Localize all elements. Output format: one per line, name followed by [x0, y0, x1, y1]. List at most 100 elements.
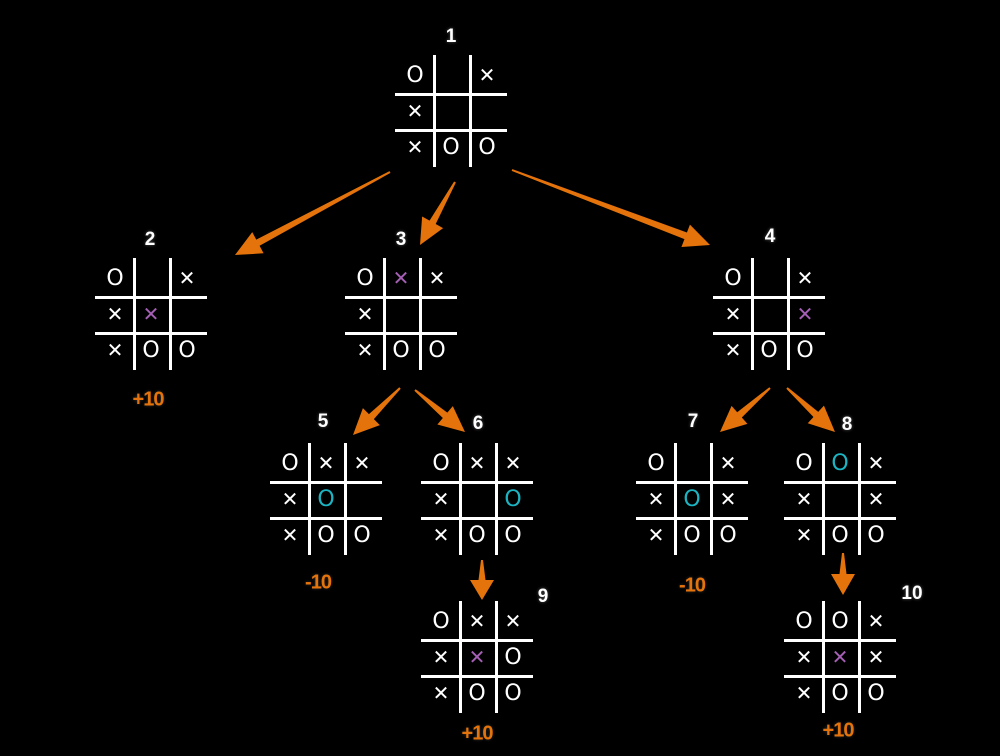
arrow-1-to-3 [420, 181, 456, 245]
grid-line [469, 55, 472, 167]
grid-line [784, 481, 896, 484]
grid-line [495, 443, 498, 555]
x-mark: ✕ [106, 302, 124, 326]
x-mark: ✕ [468, 451, 486, 475]
empty-cell [459, 481, 495, 517]
grid-line [858, 443, 861, 555]
node-score: -10 [679, 574, 706, 597]
grid-line [421, 517, 533, 520]
grid-line [95, 332, 207, 335]
grid-line [713, 332, 825, 335]
grid-line [674, 443, 677, 555]
x-mark: ✕ [353, 451, 371, 475]
o-mark: O [504, 680, 522, 706]
node-score: +10 [822, 719, 855, 742]
empty-cell [169, 296, 205, 332]
node-score: -10 [305, 571, 332, 594]
o-mark: O [442, 134, 460, 160]
arrow-1-to-4 [511, 169, 710, 248]
o-mark: O [683, 486, 701, 512]
node-label: 6 [472, 413, 484, 434]
o-mark: O [468, 680, 486, 706]
empty-cell [822, 481, 858, 517]
node-score: +10 [132, 388, 165, 411]
o-mark: O [504, 486, 522, 512]
x-mark: ✕ [406, 99, 424, 123]
o-mark: O [683, 522, 701, 548]
o-mark: O [831, 450, 849, 476]
node-label: 8 [841, 414, 853, 435]
o-mark: O [867, 522, 885, 548]
o-mark: O [317, 522, 335, 548]
x-mark: ✕ [795, 487, 813, 511]
arrow-4-to-8 [786, 387, 835, 432]
grid-line [395, 93, 507, 96]
x-mark: ✕ [796, 302, 814, 326]
node-label: 5 [317, 411, 329, 432]
arrow-6-to-9 [470, 560, 494, 600]
node-label: 2 [144, 229, 156, 250]
o-mark: O [392, 337, 410, 363]
arrow-4-to-7 [720, 387, 771, 432]
grid-line [636, 517, 748, 520]
x-mark: ✕ [724, 338, 742, 362]
grid-line [433, 55, 436, 167]
o-mark: O [724, 265, 742, 291]
grid-line [787, 258, 790, 370]
empty-cell [419, 296, 455, 332]
o-mark: O [406, 62, 424, 88]
o-mark: O [317, 486, 335, 512]
o-mark: O [106, 265, 124, 291]
grid-line [858, 601, 861, 713]
x-mark: ✕ [719, 487, 737, 511]
o-mark: O [178, 337, 196, 363]
grid-line [169, 258, 172, 370]
x-mark: ✕ [406, 135, 424, 159]
x-mark: ✕ [317, 451, 335, 475]
grid-line [459, 601, 462, 713]
o-mark: O [432, 450, 450, 476]
node-label: 9 [537, 586, 549, 607]
o-mark: O [504, 522, 522, 548]
grid-line [421, 675, 533, 678]
x-mark: ✕ [478, 63, 496, 87]
grid-line [345, 332, 457, 335]
x-mark: ✕ [468, 609, 486, 633]
o-mark: O [281, 450, 299, 476]
grid-line [308, 443, 311, 555]
x-mark: ✕ [724, 302, 742, 326]
grid-line [784, 517, 896, 520]
o-mark: O [831, 522, 849, 548]
x-mark: ✕ [178, 266, 196, 290]
o-mark: O [647, 450, 665, 476]
empty-cell [751, 260, 787, 296]
grid-line [495, 601, 498, 713]
o-mark: O [353, 522, 371, 548]
x-mark: ✕ [795, 645, 813, 669]
o-mark: O [142, 337, 160, 363]
grid-line [344, 443, 347, 555]
empty-cell [344, 481, 380, 517]
x-mark: ✕ [142, 302, 160, 326]
grid-line [822, 601, 825, 713]
node-label: 4 [764, 226, 776, 247]
x-mark: ✕ [468, 645, 486, 669]
grid-line [421, 639, 533, 642]
x-mark: ✕ [719, 451, 737, 475]
node-label: 10 [901, 583, 923, 604]
x-mark: ✕ [392, 266, 410, 290]
node-label: 7 [687, 411, 699, 432]
o-mark: O [428, 337, 446, 363]
x-mark: ✕ [504, 609, 522, 633]
o-mark: O [867, 680, 885, 706]
grid-line [383, 258, 386, 370]
node-score: +10 [461, 722, 494, 745]
o-mark: O [719, 522, 737, 548]
x-mark: ✕ [504, 451, 522, 475]
o-mark: O [795, 450, 813, 476]
grid-line [784, 675, 896, 678]
x-mark: ✕ [647, 487, 665, 511]
